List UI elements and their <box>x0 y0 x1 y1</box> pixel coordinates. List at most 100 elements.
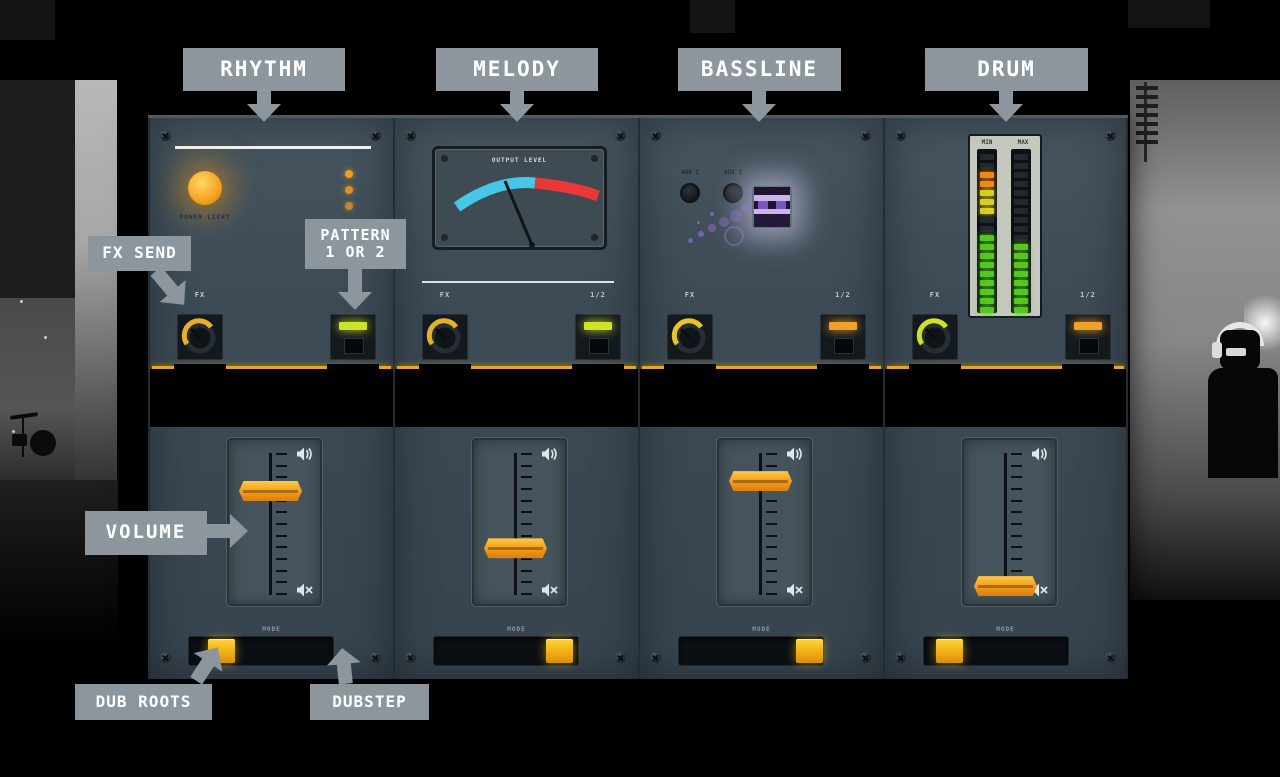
fader-scale <box>1011 453 1023 595</box>
fader-track <box>759 453 762 595</box>
channel-bassline: AUX 1 AUX 2 FX 1/2 <box>638 118 883 679</box>
aux1-label: AUX 1 <box>680 169 700 176</box>
fader-track <box>514 453 517 595</box>
callout-melody: MELODY <box>436 48 598 91</box>
arrow-down-icon <box>247 90 281 122</box>
pattern-switch[interactable] <box>330 314 376 360</box>
speaker-loud-icon <box>297 447 312 461</box>
bubble-particle <box>710 212 714 216</box>
fx-send-knob[interactable] <box>422 314 468 360</box>
volume-fader <box>227 438 322 606</box>
volume-fader-handle[interactable] <box>484 538 547 559</box>
vu-meter: OUTPUT LEVEL <box>432 146 607 250</box>
mode-label: MODE <box>996 626 1015 633</box>
vu-meter-label: OUTPUT LEVEL <box>491 157 548 164</box>
speaker-mute-icon <box>1032 583 1048 597</box>
pattern-label: 1/2 <box>835 291 851 299</box>
dj-character-silhouette <box>1198 318 1280 478</box>
fx-label: FX <box>439 291 451 299</box>
volume-fader-handle[interactable] <box>239 481 302 501</box>
style-toggle[interactable] <box>678 636 824 666</box>
switch-indicator <box>1074 322 1102 330</box>
style-toggle-knob[interactable] <box>935 639 963 663</box>
mode-label: MODE <box>507 626 526 633</box>
accent-line <box>397 366 636 369</box>
accent-line <box>642 366 881 369</box>
bubble-particle <box>719 217 729 227</box>
pattern-switch[interactable] <box>575 314 621 360</box>
arrow-up-right-icon <box>190 647 223 685</box>
volume-fader-handle[interactable] <box>729 471 792 492</box>
ceiling-block-center <box>690 0 735 33</box>
switch-indicator <box>584 322 612 330</box>
screw-icon <box>1105 652 1116 663</box>
status-led <box>345 170 353 178</box>
style-toggle[interactable] <box>433 636 579 666</box>
wall-light-strip <box>75 80 117 482</box>
fader-scale <box>276 453 288 595</box>
screw-icon <box>405 130 416 141</box>
pattern-switch[interactable] <box>1065 314 1111 360</box>
bubble-particle <box>688 238 693 243</box>
screw-icon <box>860 652 871 663</box>
pattern-label: 1/2 <box>590 291 606 299</box>
fx-label: FX <box>684 291 696 299</box>
speaker-loud-icon <box>542 447 557 461</box>
style-toggle-knob[interactable] <box>546 639 574 663</box>
screw-icon <box>160 652 171 663</box>
ceiling-block-left <box>0 0 55 40</box>
fx-send-knob[interactable] <box>912 314 958 360</box>
led-column-left <box>977 149 997 313</box>
volume-fader <box>472 438 567 606</box>
switch-slot <box>834 338 854 354</box>
volume-fader-handle[interactable] <box>974 576 1037 597</box>
speaker-loud-icon <box>787 447 802 461</box>
bubble-particle <box>708 224 716 232</box>
drum-kit-silhouette <box>4 404 70 470</box>
led-column-right <box>1011 149 1031 313</box>
style-toggle-knob[interactable] <box>795 639 823 663</box>
fx-send-knob[interactable] <box>667 314 713 360</box>
callout-dubstep: DUBSTEP <box>310 684 429 720</box>
channel-drum: MIN MAX FX 1/2 <box>883 118 1128 679</box>
speaker-mute-icon <box>542 583 558 597</box>
fader-track <box>1004 453 1007 595</box>
screw-icon <box>650 130 661 141</box>
style-toggle[interactable] <box>923 636 1069 666</box>
speaker-loud-icon <box>1032 447 1047 461</box>
aux2-knob[interactable] <box>723 183 743 203</box>
screw-icon <box>860 130 871 141</box>
speaker-mute-icon <box>787 583 803 597</box>
bubble-particle <box>698 231 704 237</box>
fader-track <box>269 453 272 595</box>
screw-icon <box>1105 130 1116 141</box>
accent-line <box>152 366 391 369</box>
screw-icon <box>160 130 171 141</box>
channel-melody: OUTPUT LEVEL FX 1/2 <box>393 118 638 679</box>
callout-volume: VOLUME <box>85 511 207 555</box>
background-left-scene <box>0 0 148 777</box>
screw-icon <box>895 652 906 663</box>
callout-fx-send: FX SEND <box>88 236 191 271</box>
bubble-particle <box>730 210 742 222</box>
arrow-down-icon <box>989 90 1023 122</box>
screw-icon <box>895 130 906 141</box>
mode-label: MODE <box>262 626 281 633</box>
panel-divider-line <box>175 146 371 149</box>
screw-icon <box>370 130 381 141</box>
callout-dub-roots: DUB ROOTS <box>75 684 212 720</box>
fx-send-knob[interactable] <box>177 314 223 360</box>
callout-drum: DRUM <box>925 48 1088 91</box>
arrow-right-icon <box>206 514 248 548</box>
callout-bassline: BASSLINE <box>678 48 841 91</box>
screw-icon <box>405 652 416 663</box>
ceiling-block-right <box>1128 0 1210 28</box>
meter-min-label: MIN <box>981 139 993 146</box>
status-led <box>345 186 353 194</box>
bubble-particle <box>741 203 750 212</box>
aux1-knob[interactable] <box>680 183 700 203</box>
pattern-switch[interactable] <box>820 314 866 360</box>
arrow-down-icon <box>742 90 776 122</box>
arrow-down-icon <box>338 268 372 310</box>
meter-max-label: MAX <box>1017 139 1029 146</box>
